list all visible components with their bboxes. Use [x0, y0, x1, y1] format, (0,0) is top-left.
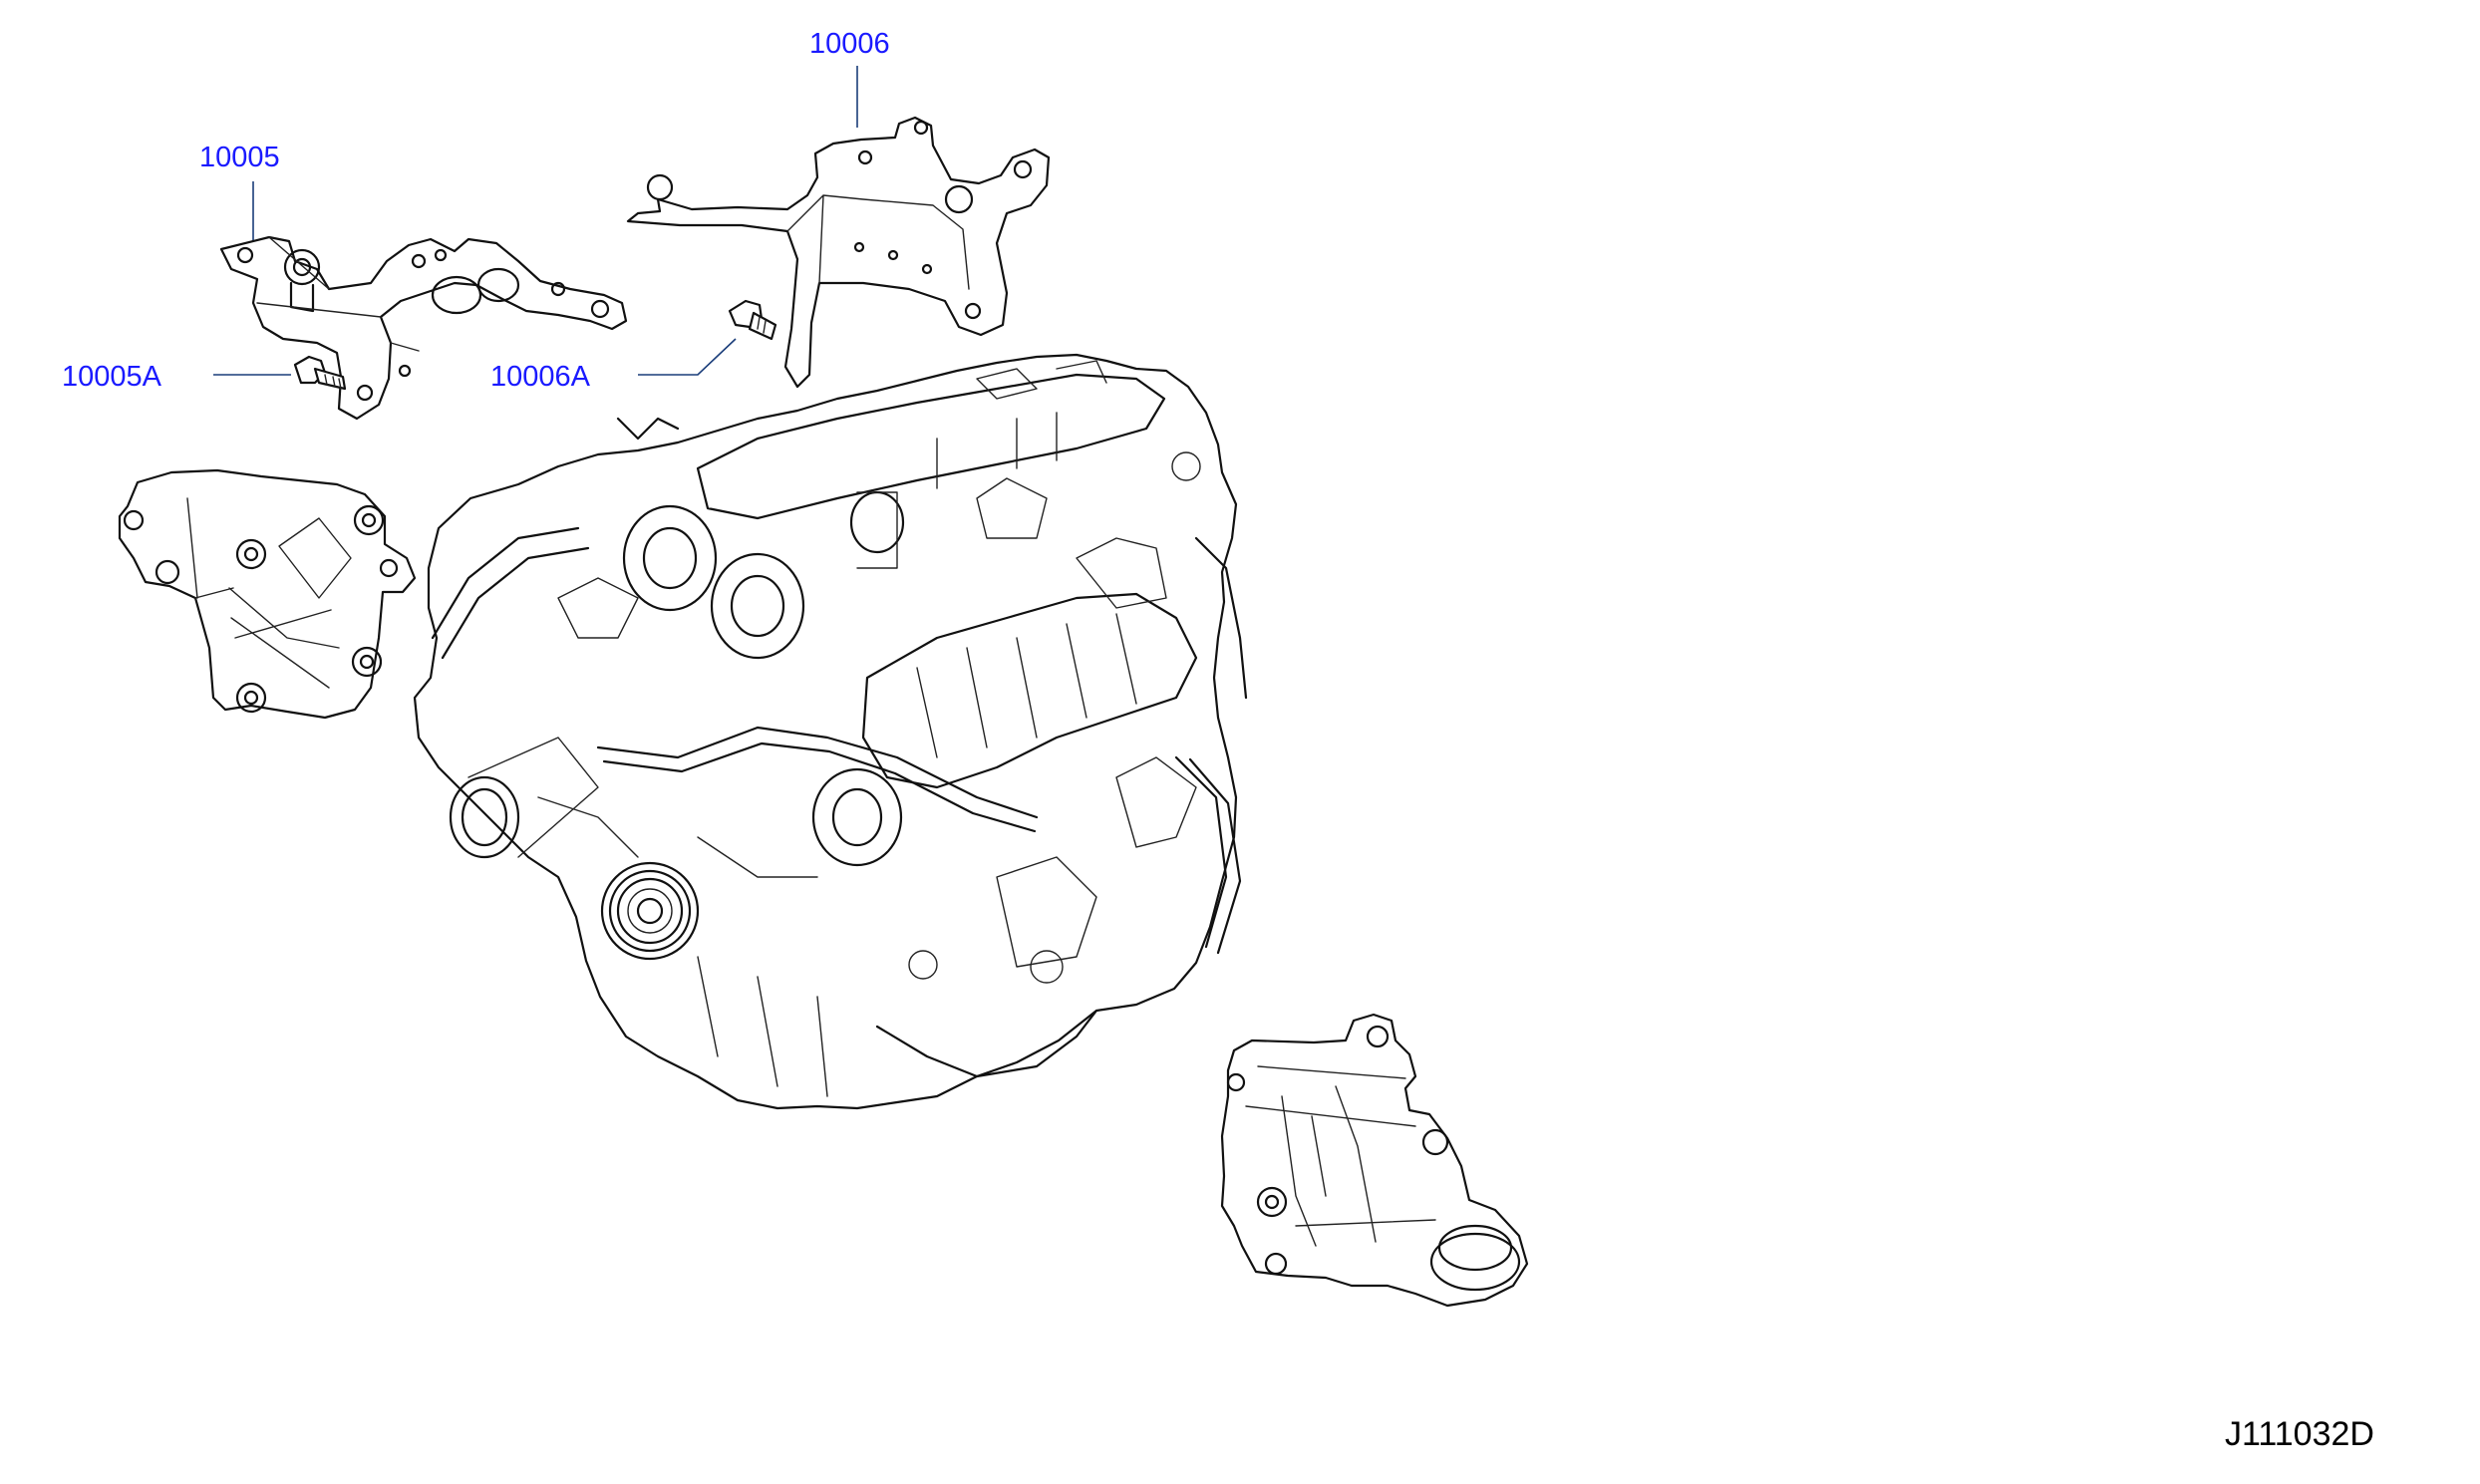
oil-pan: [697, 956, 1098, 1097]
right-engine-mount[interactable]: [1220, 1013, 1529, 1308]
callout-10005A[interactable]: 10005A: [62, 361, 161, 393]
callout-10005[interactable]: 10005: [199, 142, 280, 173]
throttle-body: [449, 737, 599, 859]
intake-manifold: [861, 592, 1198, 789]
left-engine-mount[interactable]: [118, 468, 417, 720]
bolt-10005A[interactable]: [293, 355, 347, 391]
cylinder-head: [696, 360, 1166, 569]
callout-10006A[interactable]: 10006A: [490, 361, 590, 393]
bracket-10005[interactable]: [219, 235, 628, 421]
hoses: [431, 417, 1248, 955]
leader-10006A: [638, 338, 737, 376]
engine-assembly[interactable]: [413, 353, 1248, 1110]
diagram-id: J111032D: [2225, 1415, 2374, 1453]
leader-lines: [213, 66, 858, 376]
timing-cover: [622, 504, 903, 867]
bolt-10006A[interactable]: [728, 299, 777, 341]
engine-details: [537, 412, 1201, 984]
crank-pulley: [600, 861, 700, 961]
bracket-10006[interactable]: [626, 116, 1051, 389]
callout-10006[interactable]: 10006: [809, 28, 890, 60]
